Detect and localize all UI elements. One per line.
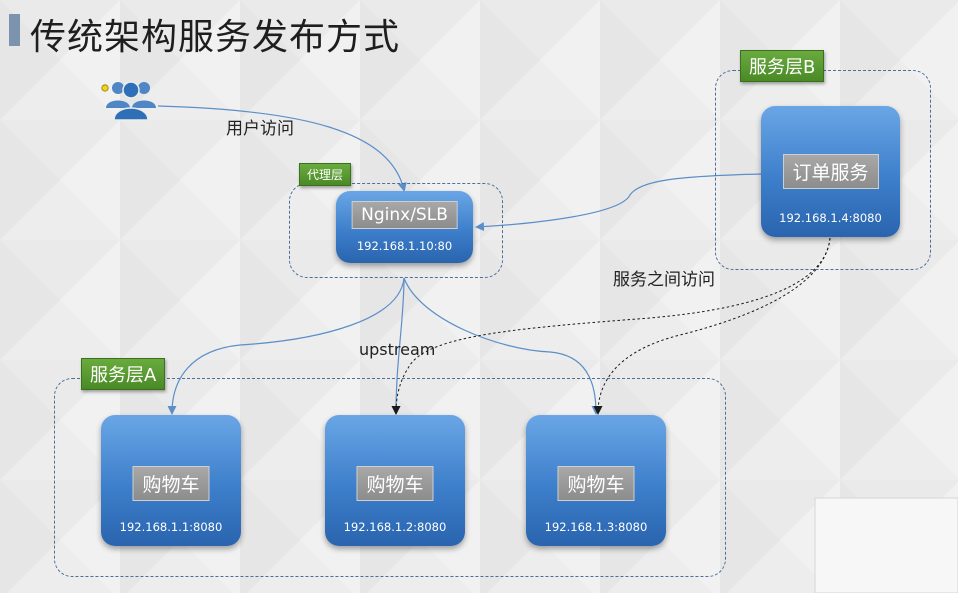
cart-node-1[interactable]: 购物车 192.168.1.1:8080 xyxy=(101,415,241,546)
node-label: Nginx/SLB xyxy=(351,201,458,229)
node-ip: 192.168.1.2:8080 xyxy=(343,520,447,534)
node-ip: 192.168.1.10:80 xyxy=(356,239,453,253)
node-ip: 192.168.1.4:8080 xyxy=(779,211,882,225)
service-layer-a-tag: 服务层A xyxy=(81,358,166,390)
service-layer-a-zone xyxy=(54,378,726,577)
node-ip: 192.168.1.3:8080 xyxy=(544,520,648,534)
node-label: 购物车 xyxy=(557,466,635,501)
cart-node-3[interactable]: 购物车 192.168.1.3:8080 xyxy=(526,415,666,546)
users-icon xyxy=(101,81,156,121)
cart-node-2[interactable]: 购物车 192.168.1.2:8080 xyxy=(325,415,465,546)
inter-service-access-label: 服务之间访问 xyxy=(613,270,715,290)
service-layer-b-tag: 服务层B xyxy=(740,50,825,82)
title-accent-bar xyxy=(9,14,20,46)
node-label: 购物车 xyxy=(132,466,210,501)
upstream-label: upstream xyxy=(359,340,436,359)
node-ip: 192.168.1.1:8080 xyxy=(119,520,223,534)
node-label: 购物车 xyxy=(356,466,434,501)
page-title: 传统架构服务发布方式 xyxy=(30,17,401,58)
proxy-layer-tag: 代理层 xyxy=(299,163,352,186)
user-access-label: 用户访问 xyxy=(226,119,294,139)
nginx-slb-node[interactable]: Nginx/SLB 192.168.1.10:80 xyxy=(336,191,473,263)
order-service-node[interactable]: 订单服务 192.168.1.4:8080 xyxy=(761,106,900,237)
node-label: 订单服务 xyxy=(782,154,879,189)
proxy-layer-zone xyxy=(289,183,503,278)
